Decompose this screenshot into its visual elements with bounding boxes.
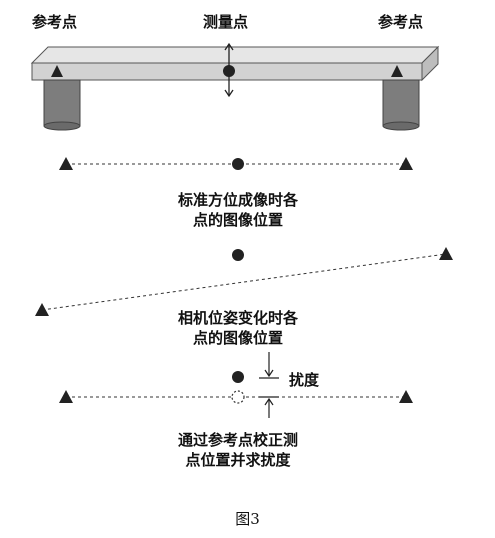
deflection-label: 扰度 [289, 371, 320, 389]
reference-point-label-right: 参考点 [378, 13, 424, 31]
vertical-double-arrow [224, 42, 234, 98]
standard-caption-line1: 标准方位成像时各 [177, 191, 298, 209]
row1-triangle-left [59, 157, 73, 170]
beam [30, 45, 440, 82]
standard-points-row [59, 157, 413, 170]
reference-triangle-right [391, 65, 403, 77]
row2-triangle-left [35, 303, 49, 316]
deflection-indicator [259, 352, 279, 418]
support-right [382, 79, 420, 131]
tilted-caption-line1: 相机位姿变化时各 [177, 309, 298, 327]
row3-reference-dot-dashed [231, 390, 245, 404]
figure-caption: 图3 [235, 510, 260, 528]
row1-triangle-right [399, 157, 413, 170]
tilted-points-row [35, 247, 453, 316]
measure-point-label: 测量点 [203, 13, 249, 31]
corrected-caption-line1: 通过参考点校正测 [177, 431, 298, 449]
row3-dot [232, 371, 244, 383]
reference-triangle-left [51, 65, 63, 77]
support-left [43, 79, 81, 131]
tilted-caption-line2: 点的图像位置 [192, 329, 283, 347]
corrected-caption-line2: 点位置并求扰度 [185, 451, 291, 469]
corrected-points-row [59, 371, 413, 404]
row2-dot [232, 249, 244, 261]
row3-triangle-left [59, 390, 73, 403]
beam-top-face [30, 46, 440, 64]
reference-point-label-left: 参考点 [32, 13, 78, 31]
row3-triangle-right [399, 390, 413, 403]
standard-caption-line2: 点的图像位置 [192, 211, 283, 229]
row1-dot [232, 158, 244, 170]
row2-triangle-right [439, 247, 453, 260]
